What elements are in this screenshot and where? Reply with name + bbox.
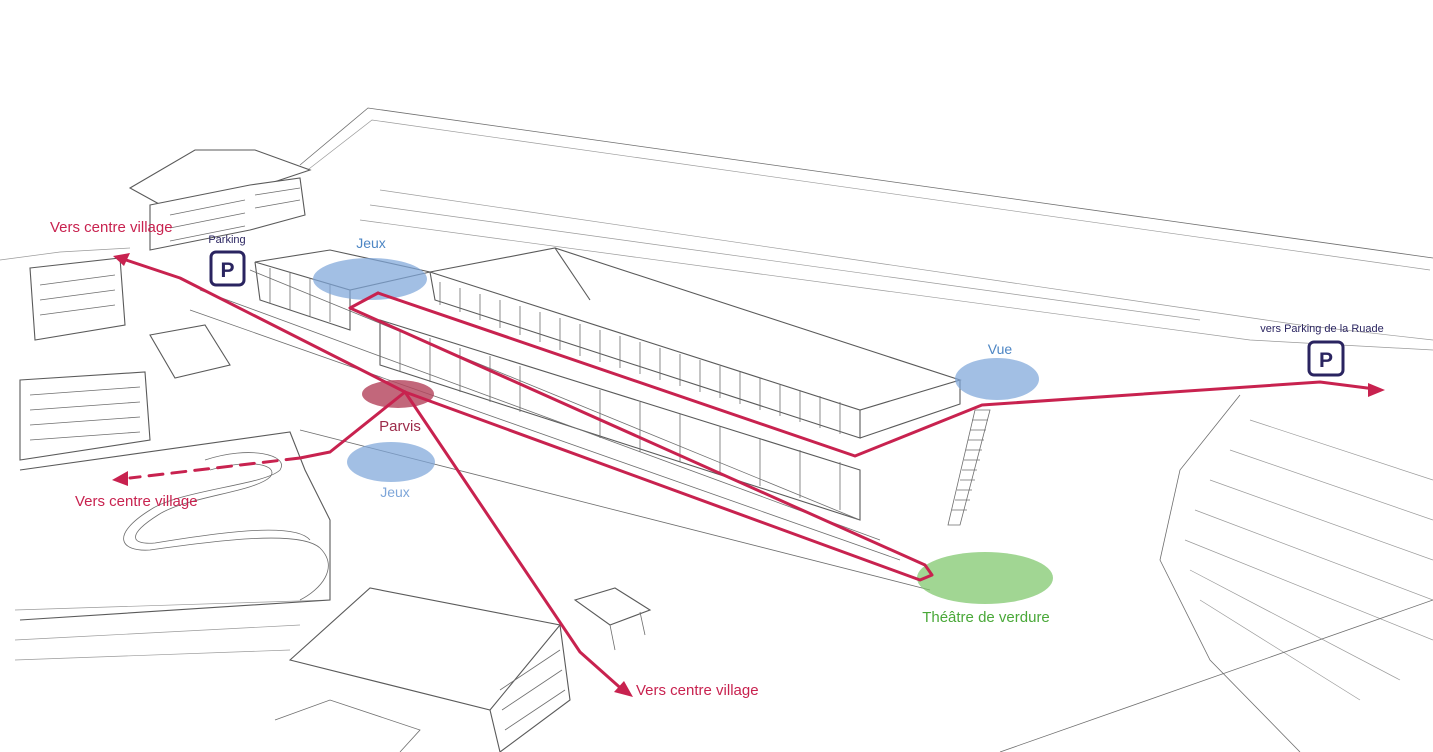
zone-jeux-top: [313, 258, 427, 300]
label-parvis: Parvis: [379, 418, 421, 435]
label-vers-centre-village-bottom: Vers centre village: [636, 682, 759, 699]
label-vue: Vue: [988, 341, 1013, 357]
route-parvis-to-village-top: [118, 256, 407, 394]
route-parvis-to-village-left: [298, 390, 407, 460]
route-to-ruade: [376, 291, 1377, 458]
zone-jeux-bottom: [347, 442, 435, 482]
zone-parvis: [362, 380, 434, 408]
parking-label: Parking: [208, 234, 245, 246]
labels: Vers centre village Vers centre village …: [50, 219, 1050, 699]
arrow-head-icon: [113, 253, 130, 266]
zones: [313, 258, 1053, 604]
label-jeux-bottom: Jeux: [380, 484, 410, 500]
parking-sign-letter: P: [220, 259, 234, 282]
parking-sign-icon: [209, 250, 246, 287]
route-parvis-to-village-bottom: [403, 390, 627, 694]
route-parvis-to-village-left-dashed: [128, 456, 302, 480]
arrow-head-icon: [1368, 383, 1385, 397]
parking-sign-letter: P: [1319, 349, 1333, 372]
label-vers-centre-village-mid: Vers centre village: [75, 493, 198, 510]
arrow-heads: [112, 253, 1385, 697]
label-theatre: Théâtre de verdure: [922, 609, 1050, 626]
label-jeux-top: Jeux: [356, 235, 386, 251]
zone-vue: [955, 358, 1039, 400]
parking-sign-ruade: P vers Parking de la Ruade: [1260, 323, 1384, 377]
route-jeux-loop: [348, 291, 934, 582]
parking-sign-left: P Parking: [208, 234, 246, 287]
arrow-head-icon: [112, 471, 128, 486]
label-vers-centre-village-top: Vers centre village: [50, 219, 173, 236]
parking-sign-icon: [1307, 340, 1345, 377]
zone-theatre: [917, 552, 1053, 604]
parking-ruade-label: vers Parking de la Ruade: [1260, 323, 1384, 335]
routes: [118, 256, 1377, 694]
arrow-head-icon: [614, 681, 633, 697]
base-drawing: [0, 107, 1433, 752]
